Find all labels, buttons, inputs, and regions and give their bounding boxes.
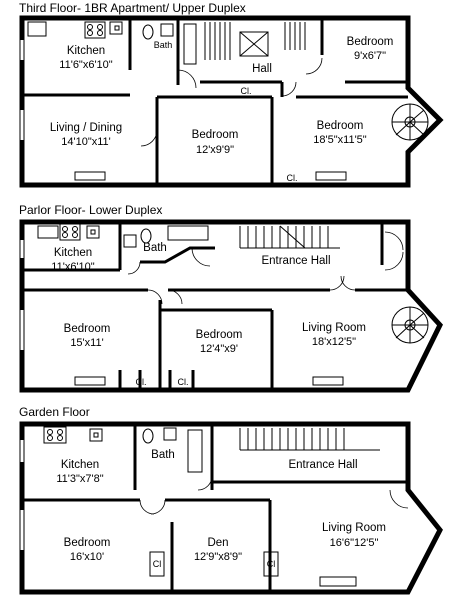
door xyxy=(197,475,213,491)
room-dim: 12'4"x9' xyxy=(200,343,238,355)
room-dim: 14'10"x11' xyxy=(61,136,111,148)
third-floor-exterior-wall xyxy=(19,15,444,188)
room-name: Den xyxy=(207,537,228,549)
toilet xyxy=(142,24,154,40)
door xyxy=(340,275,356,291)
stove xyxy=(84,21,106,39)
room-dim: 9'x6'7" xyxy=(354,50,386,62)
door xyxy=(177,69,197,89)
closet xyxy=(263,551,279,577)
garden-floor-exterior-wall xyxy=(19,421,443,595)
room-name: Kitchen xyxy=(54,247,92,259)
room-dim: 15'x11' xyxy=(70,337,103,349)
stove xyxy=(43,426,67,444)
room-dim: 12'x9'9" xyxy=(196,144,234,156)
room-dim: 16'6"12'5" xyxy=(330,537,379,549)
fireplace xyxy=(315,171,347,181)
room-name: Bedroom xyxy=(347,36,394,48)
room-dim: 11'x6'10" xyxy=(51,261,94,273)
spiral-stair xyxy=(391,306,429,344)
stove xyxy=(59,223,81,241)
bath-sink xyxy=(123,234,137,248)
door xyxy=(384,231,404,251)
room-name: Bedroom xyxy=(64,323,111,335)
toilet xyxy=(140,228,152,244)
room-dim: 16'x10' xyxy=(70,551,104,563)
room-name: Bedroom xyxy=(64,537,111,549)
fireplace xyxy=(319,576,357,587)
door xyxy=(305,57,323,75)
interior-wall xyxy=(140,246,215,264)
bathtub xyxy=(167,225,209,241)
room-name: Living Room xyxy=(322,522,386,534)
third-floor-title: Third Floor- 1BR Apartment/ Upper Duplex xyxy=(19,1,246,15)
third-floor: Third Floor- 1BR Apartment/ Upper Duplex xyxy=(19,1,444,188)
room-dim: 12'9"x8'9" xyxy=(194,551,242,563)
bath-sink xyxy=(163,427,177,441)
door xyxy=(127,261,141,275)
door xyxy=(281,81,297,97)
parlor-floor-exterior-wall xyxy=(19,219,443,393)
room-name: Bath xyxy=(151,449,175,461)
stairs xyxy=(239,428,380,451)
closet-label: Cl xyxy=(267,559,276,569)
closet-label: Cl. xyxy=(136,377,147,387)
fireplace xyxy=(312,376,344,386)
room-name: Kitchen xyxy=(61,459,99,471)
room-name: Entrance Hall xyxy=(261,255,330,267)
door xyxy=(140,129,158,147)
room-name: Bath xyxy=(154,40,173,50)
door xyxy=(147,289,163,305)
room-dim: 11'6"x6'10" xyxy=(59,59,112,71)
door xyxy=(150,499,166,515)
toilet xyxy=(142,428,154,444)
room-dim: 11'3"x7'8" xyxy=(56,473,103,485)
door xyxy=(329,275,345,291)
closet-label: Cl. xyxy=(287,173,298,183)
door xyxy=(167,289,183,305)
parlor-floor-title: Parlor Floor- Lower Duplex xyxy=(19,203,162,217)
room-dim: 18'x12'5" xyxy=(312,336,356,348)
room-name: Bedroom xyxy=(317,120,364,132)
parlor-floor: Parlor Floor- Lower Duplex xyxy=(19,203,443,393)
closet xyxy=(149,551,165,577)
sink xyxy=(37,225,59,239)
room-name: Bath xyxy=(143,242,167,254)
room-name: Kitchen xyxy=(67,45,105,57)
fireplace xyxy=(74,171,106,181)
closet-label: Cl. xyxy=(178,377,189,387)
door xyxy=(389,489,409,509)
door xyxy=(191,247,211,267)
room-name: Living Room xyxy=(302,322,366,334)
room-dim: 18'5"x11'5" xyxy=(313,134,366,146)
stair-opening xyxy=(239,31,269,57)
door xyxy=(384,251,404,271)
sink xyxy=(27,21,47,37)
closet-label: Cl. xyxy=(241,86,252,96)
bathtub xyxy=(187,429,203,473)
bath-sink xyxy=(160,23,174,37)
garden-floor-title: Garden Floor xyxy=(19,405,90,419)
bathtub xyxy=(183,23,197,65)
closet-label: Cl xyxy=(153,559,162,569)
spiral-stair xyxy=(391,103,429,141)
room-name: Entrance Hall xyxy=(288,459,357,471)
stairs xyxy=(239,225,340,249)
room-name: Hall xyxy=(252,63,272,75)
door xyxy=(139,499,155,515)
room-name: Bedroom xyxy=(196,329,243,341)
room-name: Bedroom xyxy=(192,129,239,141)
room-name: Living / Dining xyxy=(50,122,122,134)
stairs xyxy=(204,22,306,60)
fireplace xyxy=(74,376,106,386)
garden-floor: Garden Floor xyxy=(19,405,443,595)
